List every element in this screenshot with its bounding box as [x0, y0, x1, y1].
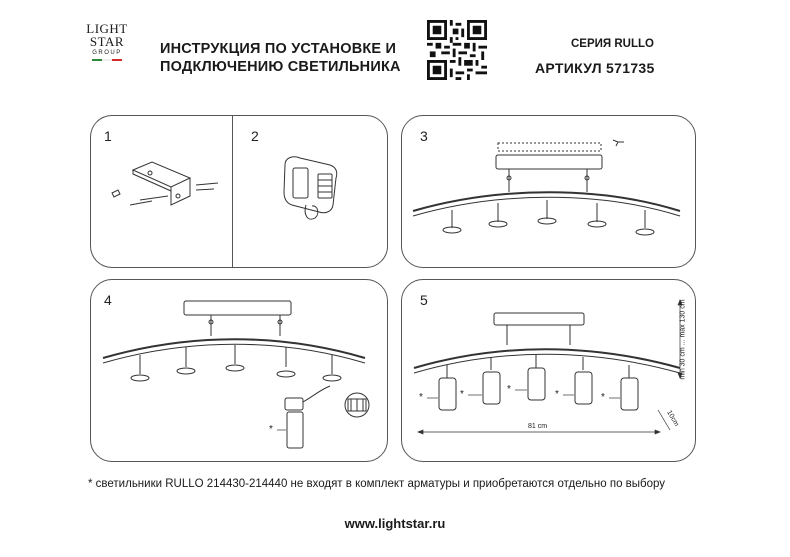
dimension-lines-icon	[417, 299, 683, 435]
asterisk-marker-4: *	[555, 389, 559, 400]
spot-lamps-step5-icon	[438, 355, 639, 411]
logo-line2: STAR	[89, 34, 125, 49]
footnote: * светильники RULLO 214430-214440 не вхо…	[88, 478, 666, 490]
italian-flag-icon	[92, 59, 122, 61]
asterisk-arrows-icon	[277, 389, 620, 431]
spot-lamp-step4-icon	[284, 385, 331, 449]
title-line2: ПОДКЛЮЧЕНИЮ СВЕТИЛЬНИКА	[160, 59, 401, 75]
fixture-canopy-step4-icon	[183, 300, 292, 336]
logo-line3: GROUP	[92, 50, 122, 56]
fixture-bar-icon	[412, 191, 681, 212]
step-panel-5	[401, 279, 696, 462]
series-label: СЕРИЯ RULLO	[571, 38, 654, 50]
fixture-bar-step5-icon	[413, 348, 681, 369]
step-number-5: 5	[420, 292, 428, 308]
width-dimension-label: 81 cm	[528, 423, 548, 430]
fixture-bar-outline-icon	[412, 196, 681, 217]
connector-detail-icon	[344, 392, 370, 418]
step-number-3: 3	[420, 128, 428, 144]
article-label: АРТИКУЛ 571735	[535, 60, 655, 76]
page-title: ИНСТРУКЦИЯ ПО УСТАНОВКЕ И ПОДКЛЮЧЕНИЮ СВ…	[160, 40, 401, 76]
step-panel-4	[90, 279, 388, 462]
mounting-bracket-icon	[111, 161, 219, 206]
asterisk-marker-5: *	[601, 392, 605, 403]
step-panel-2	[232, 115, 388, 268]
asterisk-marker-step4: *	[269, 424, 273, 435]
title-line1: ИНСТРУКЦИЯ ПО УСТАНОВКЕ И	[160, 41, 397, 57]
spot-mounts-step4-icon	[130, 345, 342, 382]
qr-code-icon	[427, 20, 487, 80]
fixture-canopy-icon	[495, 142, 603, 192]
asterisk-marker-2: *	[460, 389, 464, 400]
lightstar-logo: LIGHT STAR GROUP	[86, 22, 128, 61]
step-number-1: 1	[104, 128, 112, 144]
fixture-bar-step4-icon	[102, 338, 366, 359]
terminal-block-icon	[283, 156, 338, 220]
screwdriver-icon	[612, 139, 624, 147]
height-dimension-label: min 30 cm ... max 130 cm	[679, 299, 687, 380]
asterisk-marker-3: *	[507, 384, 511, 395]
website-link[interactable]: www.lightstar.ru	[344, 516, 446, 531]
step-number-4: 4	[104, 292, 112, 308]
fixture-canopy-step5-icon	[493, 312, 585, 345]
step-number-2: 2	[251, 128, 259, 144]
logo-line1: LIGHT	[86, 21, 128, 36]
spot-mounts-icon	[442, 200, 655, 236]
asterisk-marker-1: *	[419, 392, 423, 403]
step-panel-1	[90, 115, 233, 268]
step-panel-3	[401, 115, 696, 268]
